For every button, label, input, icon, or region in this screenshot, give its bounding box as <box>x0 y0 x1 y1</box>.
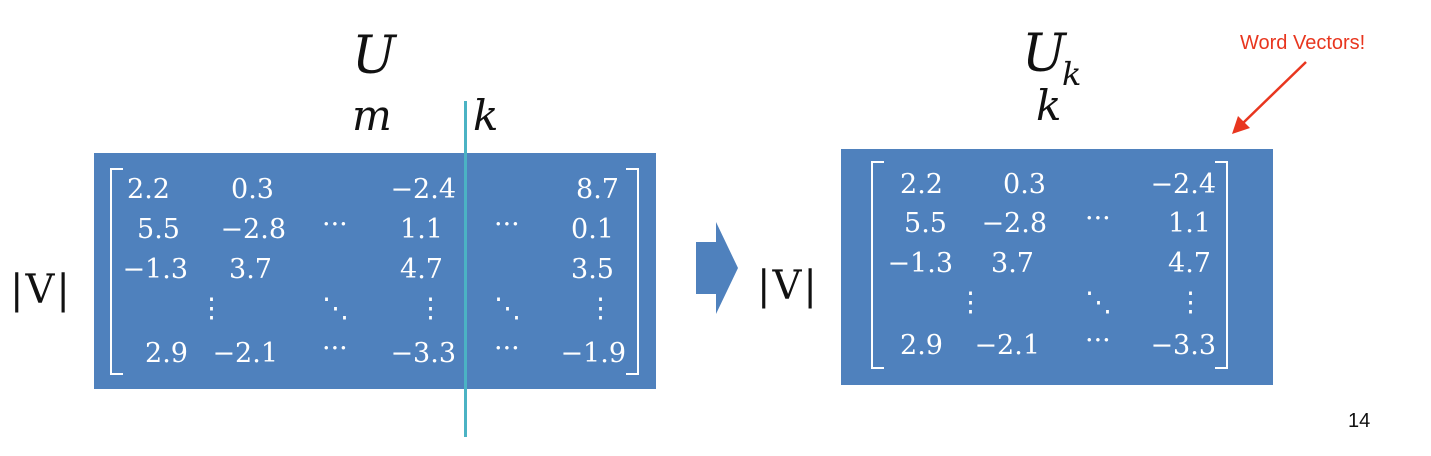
hdots: ··· <box>494 333 520 364</box>
right-bracket <box>626 168 639 375</box>
matrix-cell: −2.4 <box>390 174 456 205</box>
matrix-uk: 2.2 0.3 −2.4 5.5 −2.8 ··· 1.1 −1.3 3.7 4… <box>841 149 1273 385</box>
right-bracket <box>1215 161 1228 369</box>
vdots: ⋮ <box>957 287 984 318</box>
vdots: ⋮ <box>198 293 225 324</box>
matrix-cell: 4.7 <box>1168 248 1211 279</box>
matrix-cell: 0.3 <box>1003 169 1046 200</box>
vdots: ⋮ <box>587 293 614 324</box>
dimension-m-label: m <box>352 91 392 140</box>
hdots: ··· <box>494 209 520 240</box>
matrix-cell: 1.1 <box>400 214 443 245</box>
matrix-cell: −3.3 <box>1150 330 1216 361</box>
matrix-cell: 3.7 <box>991 248 1034 279</box>
matrix-cell: −2.8 <box>981 208 1047 239</box>
matrix-cell: 4.7 <box>400 254 443 285</box>
ddots: ⋱ <box>494 293 521 324</box>
hdots: ··· <box>1085 203 1111 234</box>
vdots: ⋮ <box>1177 287 1204 318</box>
word-vectors-annotation: Word Vectors! <box>1240 32 1366 54</box>
matrix-cell: −1.9 <box>560 338 626 369</box>
hdots: ··· <box>322 209 348 240</box>
matrix-cell: 3.5 <box>571 254 614 285</box>
matrix-cell: 2.2 <box>900 169 943 200</box>
ddots: ⋱ <box>322 293 349 324</box>
matrix-cell: 5.5 <box>904 208 947 239</box>
matrix-cell: −2.1 <box>212 338 278 369</box>
matrix-cell: −2.1 <box>974 330 1040 361</box>
left-bracket <box>110 168 123 375</box>
matrix-uk-subscript: k <box>1062 55 1082 93</box>
matrix-cell: 0.1 <box>571 214 614 245</box>
dimension-k-label-right: k <box>1036 81 1062 130</box>
page-number: 14 <box>1348 410 1371 432</box>
matrix-uk-title: U <box>1022 24 1066 84</box>
hdots: ··· <box>322 333 348 364</box>
vocab-size-label-right: |V| <box>757 263 819 309</box>
annotation-arrow-icon <box>1232 61 1307 134</box>
matrix-cell: 2.9 <box>145 338 188 369</box>
truncation-line <box>464 101 467 437</box>
matrix-cell: −2.4 <box>1150 169 1216 200</box>
matrix-u: 2.2 0.3 −2.4 8.7 5.5 −2.8 ··· 1.1 ··· 0.… <box>94 153 656 389</box>
hdots: ··· <box>1085 325 1111 356</box>
matrix-cell: −1.3 <box>122 254 188 285</box>
matrix-cell: 0.3 <box>231 174 274 205</box>
matrix-cell: 1.1 <box>1168 208 1211 239</box>
matrix-cell: 5.5 <box>137 214 180 245</box>
vocab-size-label-left: |V| <box>10 267 72 313</box>
matrix-cell: −1.3 <box>887 248 953 279</box>
matrix-cell: 8.7 <box>576 174 619 205</box>
matrix-cell: 2.9 <box>900 330 943 361</box>
matrix-u-title: U <box>352 26 396 86</box>
matrix-cell: 3.7 <box>229 254 272 285</box>
dimension-k-label: k <box>473 91 499 140</box>
left-bracket <box>871 161 884 369</box>
vdots: ⋮ <box>417 293 444 324</box>
matrix-cell: 2.2 <box>127 174 170 205</box>
matrix-cell: −3.3 <box>390 338 456 369</box>
transform-arrow-icon <box>696 222 738 314</box>
ddots: ⋱ <box>1085 287 1112 318</box>
matrix-cell: −2.8 <box>220 214 286 245</box>
